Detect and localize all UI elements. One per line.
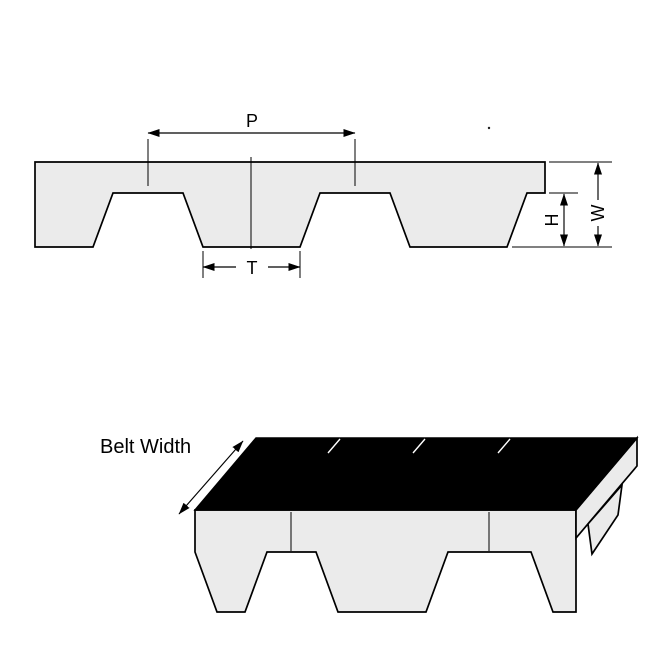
cross-section-view: P T H W (34, 111, 612, 278)
belt-width-arrow (178, 440, 244, 515)
belt-width-annotation: Belt Width (100, 436, 244, 515)
tooth-height-label: H (542, 214, 562, 227)
belt-width-label: Belt Width (100, 436, 191, 458)
top-surface-pitch-marks (327, 438, 511, 454)
belt-profile (34, 161, 546, 248)
dimension-tooth-height: H (542, 192, 578, 247)
pitch-label: P (246, 111, 258, 131)
pitch-mark (497, 438, 511, 454)
dimension-pitch: P (147, 111, 356, 186)
perspective-view: Belt Width (100, 435, 639, 613)
belt-thickness-label: W (588, 205, 608, 222)
dimension-tooth-width: T (202, 251, 301, 278)
belt-front-face (194, 509, 577, 613)
belt-end-tooth (587, 482, 624, 557)
tooth-width-label: T (247, 258, 258, 278)
pitch-mark (327, 438, 341, 454)
pitch-mark (412, 438, 426, 454)
dimension-belt-thickness: W (512, 161, 612, 248)
speck-dot (487, 126, 491, 130)
